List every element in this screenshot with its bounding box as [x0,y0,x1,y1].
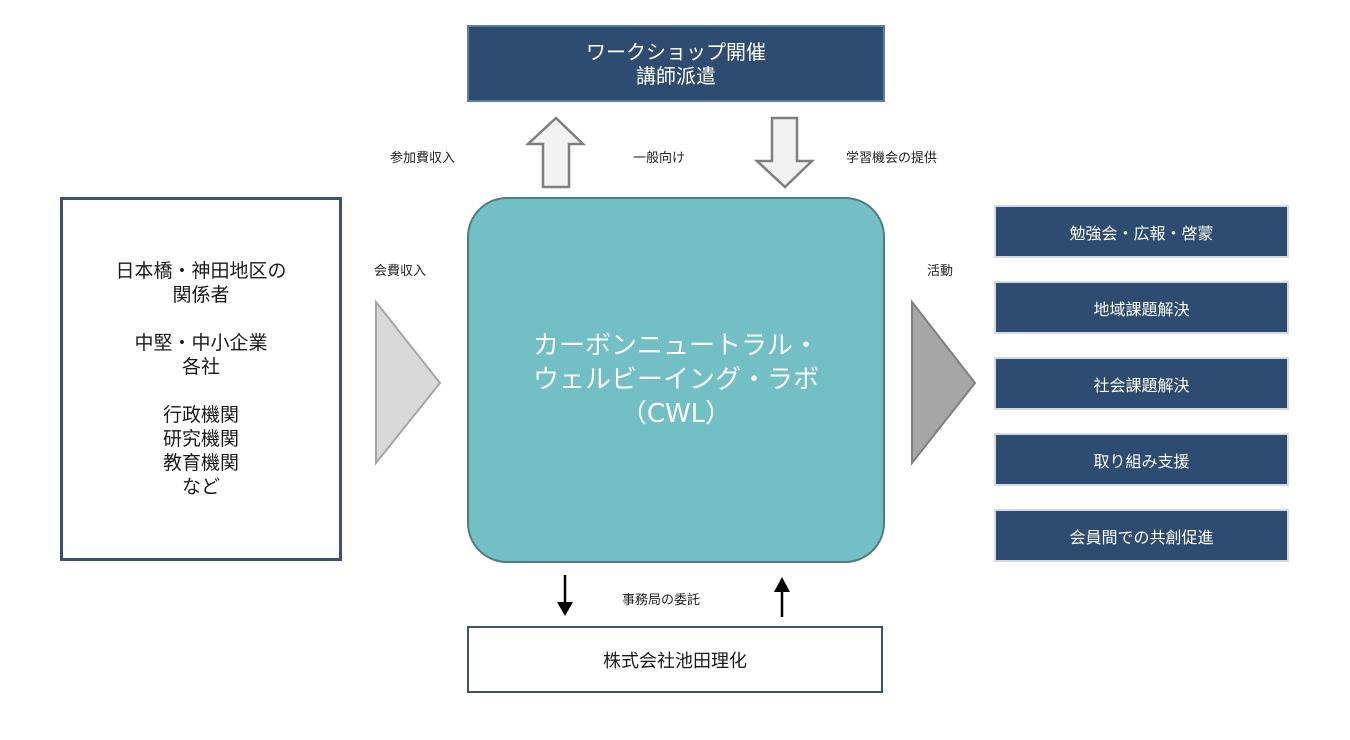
members-text: 関係者 [172,284,230,306]
activity-label: 社会課題解決 [1093,375,1190,395]
members-group-local: 日本橋・神田地区の 関係者 [115,259,286,307]
learning-opportunity-label: 学習機会の提供 [846,151,938,166]
down-hollow-arrow-icon [753,116,816,189]
cwl-title-line2: ウェルビーイング・ラボ [532,365,819,395]
membership-flow-triangle-icon [375,299,442,466]
activity-box: 勉強会・広報・啓蒙 [994,205,1289,258]
company-name: 株式会社池田理化 [603,650,747,672]
members-text: 日本橋・神田地区の [115,260,287,282]
members-text: 各社 [181,356,220,378]
activity-box: 会員間での共創促進 [994,509,1289,562]
members-group-companies: 中堅・中小企業 各社 [134,331,267,379]
up-arrow-icon [774,577,790,617]
members-text: 行政機関 [162,404,239,426]
activity-box: 地域課題解決 [994,281,1289,334]
cwl-box: カーボンニュートラル・ ウェルビーイング・ラボ （CWL） [467,197,885,563]
workshop-line1: ワークショップ開催 [586,39,766,64]
activity-box: 取り組み支援 [994,433,1289,486]
activity-label: 会員間での共創促進 [1069,527,1214,547]
activity-label: 取り組み支援 [1093,451,1190,471]
membership-fee-label: 会費収入 [374,264,427,279]
secretariat-outsourcing-label: 事務局の委託 [622,593,701,608]
workshop-box: ワークショップ開催 講師派遣 [467,25,885,102]
activity-label: 勉強会・広報・啓蒙 [1069,223,1214,243]
members-text: など [181,476,220,498]
activity-box: 社会課題解決 [994,357,1289,410]
participation-fee-label: 参加費収入 [390,151,456,166]
activity-label: 地域課題解決 [1093,299,1190,319]
down-arrow-icon [557,575,573,616]
cwl-title-line1: カーボンニュートラル・ [532,331,819,361]
members-box: 日本橋・神田地区の 関係者 中堅・中小企業 各社 行政機関 研究機関 教育機関 … [60,197,342,561]
cwl-title-line3: （CWL） [620,399,732,429]
company-box: 株式会社池田理化 [467,626,883,693]
up-hollow-arrow-icon [524,116,587,189]
activities-flow-triangle-icon [911,299,977,466]
general-public-label: 一般向け [633,151,686,166]
members-text: 中堅・中小企業 [134,332,268,354]
activities-label: 活動 [927,264,954,279]
members-group-institutions: 行政機関 研究機関 教育機関 など [163,403,239,499]
members-text: 研究機関 [162,428,239,450]
members-text: 教育機関 [162,452,239,474]
workshop-line2: 講師派遣 [636,63,716,88]
